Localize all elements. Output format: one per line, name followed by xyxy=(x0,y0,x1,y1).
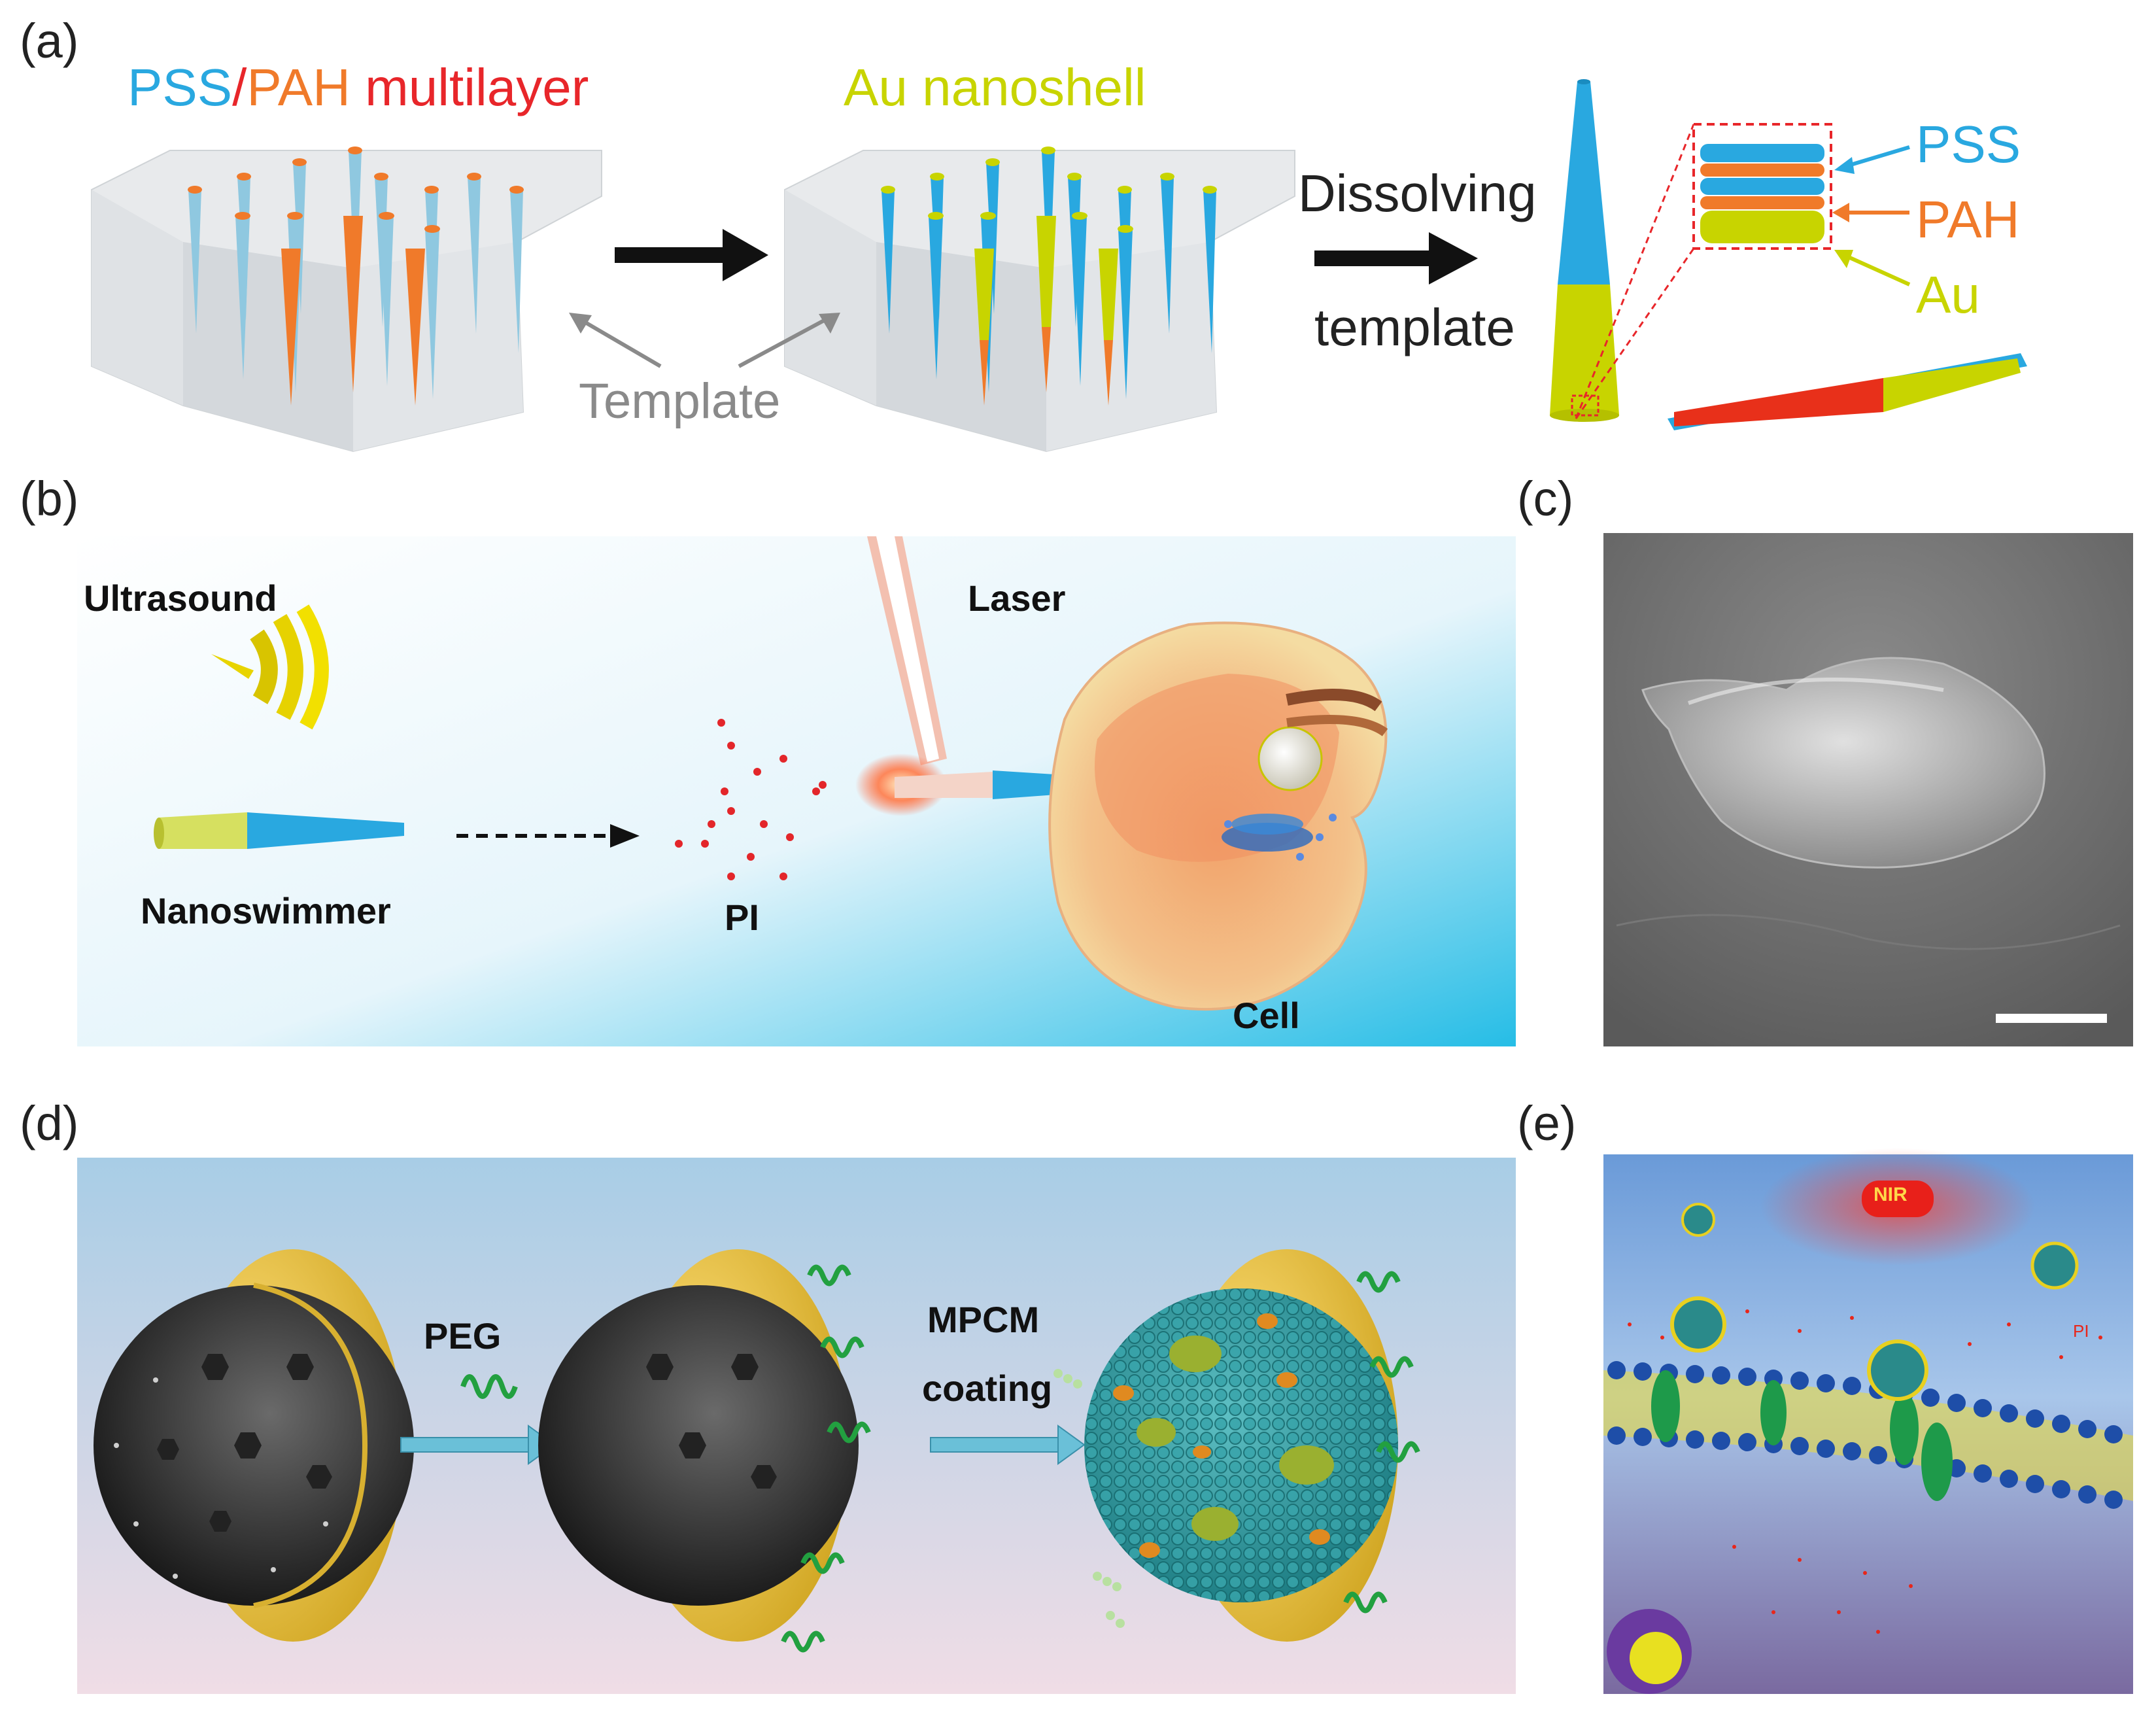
panel-a-label: (a) xyxy=(20,14,79,68)
laser-label: Laser xyxy=(968,578,1066,619)
ultrasound-icon xyxy=(211,604,329,730)
au-nanoshell-title: Au nanoshell xyxy=(844,58,1146,116)
pores-block-2 xyxy=(881,147,1217,406)
single-nanotube xyxy=(1550,79,1619,422)
panel-d-illustration xyxy=(77,1158,1516,1694)
layer-label-au: Au xyxy=(1916,266,1980,324)
sem-image xyxy=(1603,533,2133,1046)
layer-label-pah: PAH xyxy=(1916,190,2020,249)
arrow-1 xyxy=(615,229,768,281)
nanoparticle-3 xyxy=(1053,1249,1420,1642)
template-block-1 xyxy=(91,147,602,453)
arrow-2 xyxy=(1314,232,1478,285)
pi-label: PI xyxy=(725,897,759,938)
layer-label-pss: PSS xyxy=(1916,115,2021,173)
panel-c-label: (c) xyxy=(1517,472,1574,526)
pi-dots-e xyxy=(1628,1309,2102,1634)
panel-d-label: (d) xyxy=(20,1096,79,1150)
layer-zoom xyxy=(1575,123,1832,419)
cell-illustration xyxy=(1048,621,1388,1011)
pi-dots xyxy=(675,719,827,880)
panel-e-illustration xyxy=(1603,1148,2133,1694)
panel-a-title-left: PSS/PAH multilayer xyxy=(128,58,589,118)
ultrasound-label: Ultrasound xyxy=(84,578,277,619)
pss-label: PSS xyxy=(128,58,233,116)
peg-chain-icon xyxy=(460,1374,518,1399)
template-label: Template xyxy=(579,373,781,429)
laser-beam xyxy=(867,536,947,765)
nir-label: NIR xyxy=(1874,1184,1908,1205)
scale-bar xyxy=(1996,1014,2107,1023)
nanoparticles-e xyxy=(1670,1203,2079,1401)
cell-label: Cell xyxy=(1233,995,1300,1036)
peg-label: PEG xyxy=(424,1315,502,1356)
panel-b-label: (b) xyxy=(20,472,79,526)
nanoswimmer-icon xyxy=(154,812,404,849)
lipid-bilayer xyxy=(1603,1361,2133,1509)
mpcm-label: MPCM xyxy=(927,1299,1040,1340)
pah-label: PAH xyxy=(247,58,351,116)
pi-label-e: PI xyxy=(2073,1321,2089,1341)
layer-label-arrows xyxy=(1832,145,1911,286)
nanoparticle-2 xyxy=(538,1249,871,1653)
template-label-2: template xyxy=(1314,298,1515,356)
nanoparticle-1 xyxy=(94,1249,414,1642)
cut-nanotube xyxy=(1668,353,2027,430)
multilayer-label: multilayer xyxy=(350,58,589,116)
template-block-2 xyxy=(784,147,1295,453)
nanoswimmer-label: Nanoswimmer xyxy=(141,890,391,931)
panel-e-label: (e) xyxy=(1517,1096,1577,1150)
slash: / xyxy=(232,58,247,116)
panel-b-illustration xyxy=(77,536,1516,1046)
template-pointer-arrows xyxy=(569,313,840,368)
coating-label: coating xyxy=(922,1368,1053,1409)
pores-block-1 xyxy=(188,147,524,406)
dissolving-label: Dissolving xyxy=(1298,164,1537,222)
